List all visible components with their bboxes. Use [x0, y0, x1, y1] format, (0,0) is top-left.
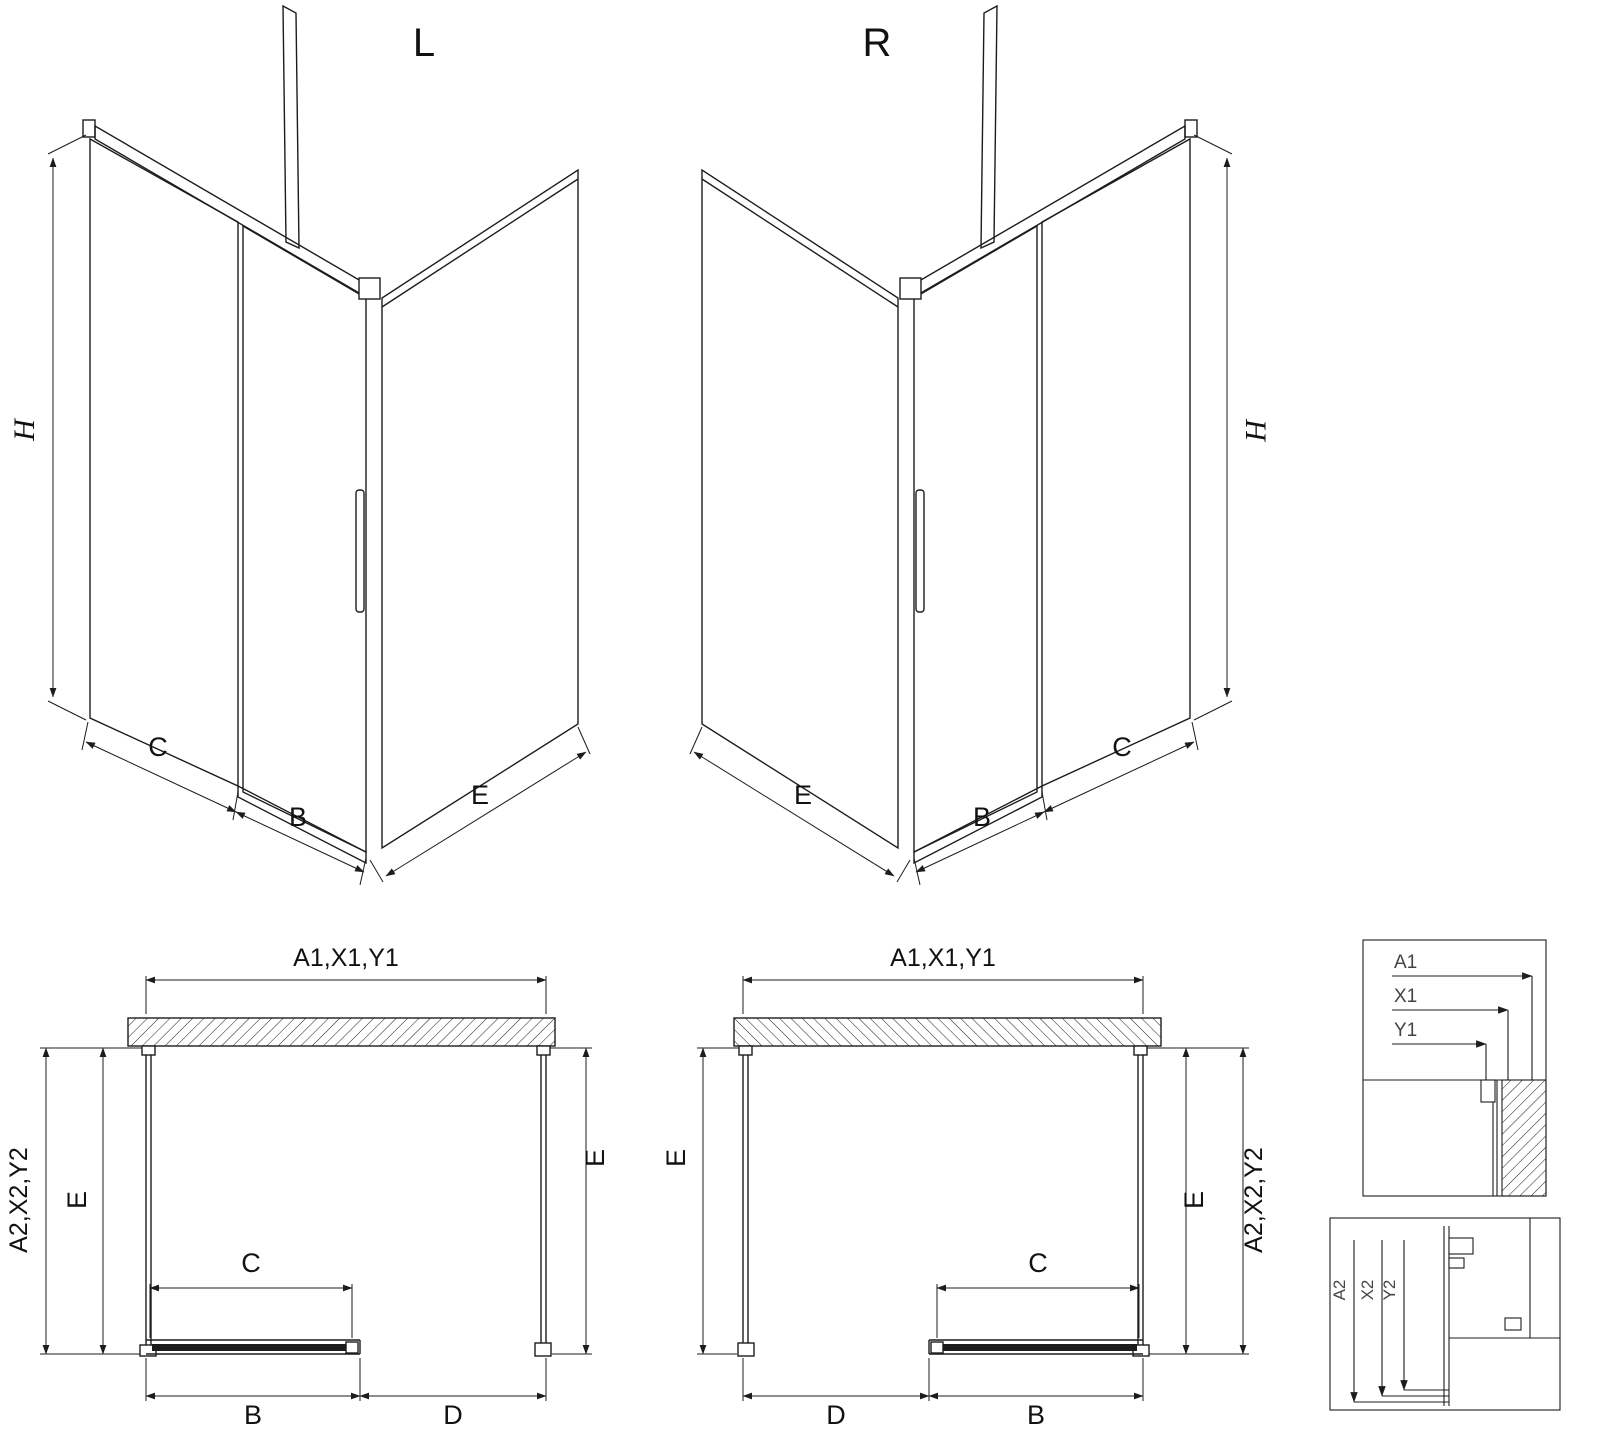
plan-right-dim-a2-label: A2,X2,Y2	[1240, 1147, 1268, 1253]
plan-left-dim-a2-label: A2,X2,Y2	[5, 1147, 33, 1253]
detail-top-dim-a1-label: A1	[1394, 952, 1417, 973]
iso-left-geometry	[48, 6, 590, 885]
detail-vertical-section: A2 X2 Y2	[1329, 1217, 1561, 1411]
iso-left-dim-b-label: B	[289, 802, 307, 832]
detail-top-wall-hatched	[1501, 1079, 1547, 1197]
plan-right-dim-b-label: B	[1027, 1400, 1045, 1430]
iso-right-dim-b-label: B	[973, 802, 991, 832]
plan-left-dim-e-right-label: E	[580, 1149, 610, 1167]
plan-view-right: A1,X1,Y1 A2,X2,Y2 E E C B D	[661, 944, 1268, 1430]
iso-right-dim-c-label: C	[1112, 732, 1132, 762]
plan-left-dim-d-label: D	[443, 1400, 463, 1430]
detail-bottom-frame	[1329, 1217, 1561, 1411]
plan-right-dim-e-right-label: E	[1179, 1191, 1209, 1209]
detail-bottom-dimension-lines	[1350, 1240, 1449, 1403]
plan-right-dim-d-label: D	[826, 1400, 846, 1430]
plan-right-geometry	[697, 976, 1249, 1401]
detail-bottom-dim-a2-label: A2	[1330, 1280, 1349, 1301]
iso-right-dim-e-label: E	[794, 780, 812, 810]
detail-top-frame	[1362, 939, 1547, 1197]
iso-view-left: L H C B E	[8, 6, 590, 885]
iso-left-variant-label: L	[413, 21, 435, 65]
plan-view-left: A1,X1,Y1 A2,X2,Y2 E E C B D	[5, 944, 610, 1430]
plan-right-dim-a1-label: A1,X1,Y1	[890, 944, 996, 972]
iso-left-dim-e-label: E	[471, 780, 489, 810]
detail-horizontal-section: A1 X1 Y1	[1362, 939, 1547, 1197]
detail-top-dimension-lines	[1392, 972, 1533, 1080]
plan-right-dim-c-label: C	[1028, 1248, 1048, 1278]
plan-left-dim-c-label: C	[241, 1248, 261, 1278]
plan-left-dim-a1-label: A1,X1,Y1	[293, 944, 399, 972]
detail-bottom-top-profile	[1448, 1237, 1474, 1255]
detail-bottom-dim-x2-label: X2	[1358, 1280, 1377, 1301]
detail-top-dim-x1-label: X1	[1394, 986, 1417, 1007]
iso-left-dim-h-label: H	[8, 417, 41, 442]
detail-top-dim-y1-label: Y1	[1394, 1020, 1417, 1041]
iso-left-dim-c-label: C	[148, 732, 168, 762]
plan-right-dim-e-left-label: E	[661, 1149, 691, 1167]
plan-left-dim-b-label: B	[244, 1400, 262, 1430]
iso-right-dim-h-label: H	[1239, 418, 1272, 443]
detail-top-profile	[1480, 1079, 1496, 1103]
plan-left-geometry	[40, 976, 592, 1401]
iso-right-variant-label: R	[863, 21, 892, 65]
iso-view-right: R H C B E	[690, 6, 1272, 885]
detail-bottom-dim-y2-label: Y2	[1380, 1280, 1399, 1301]
iso-right-geometry	[690, 6, 1232, 885]
detail-bottom-fixing-block	[1504, 1317, 1522, 1331]
plan-left-dim-e-left-label: E	[62, 1191, 92, 1209]
